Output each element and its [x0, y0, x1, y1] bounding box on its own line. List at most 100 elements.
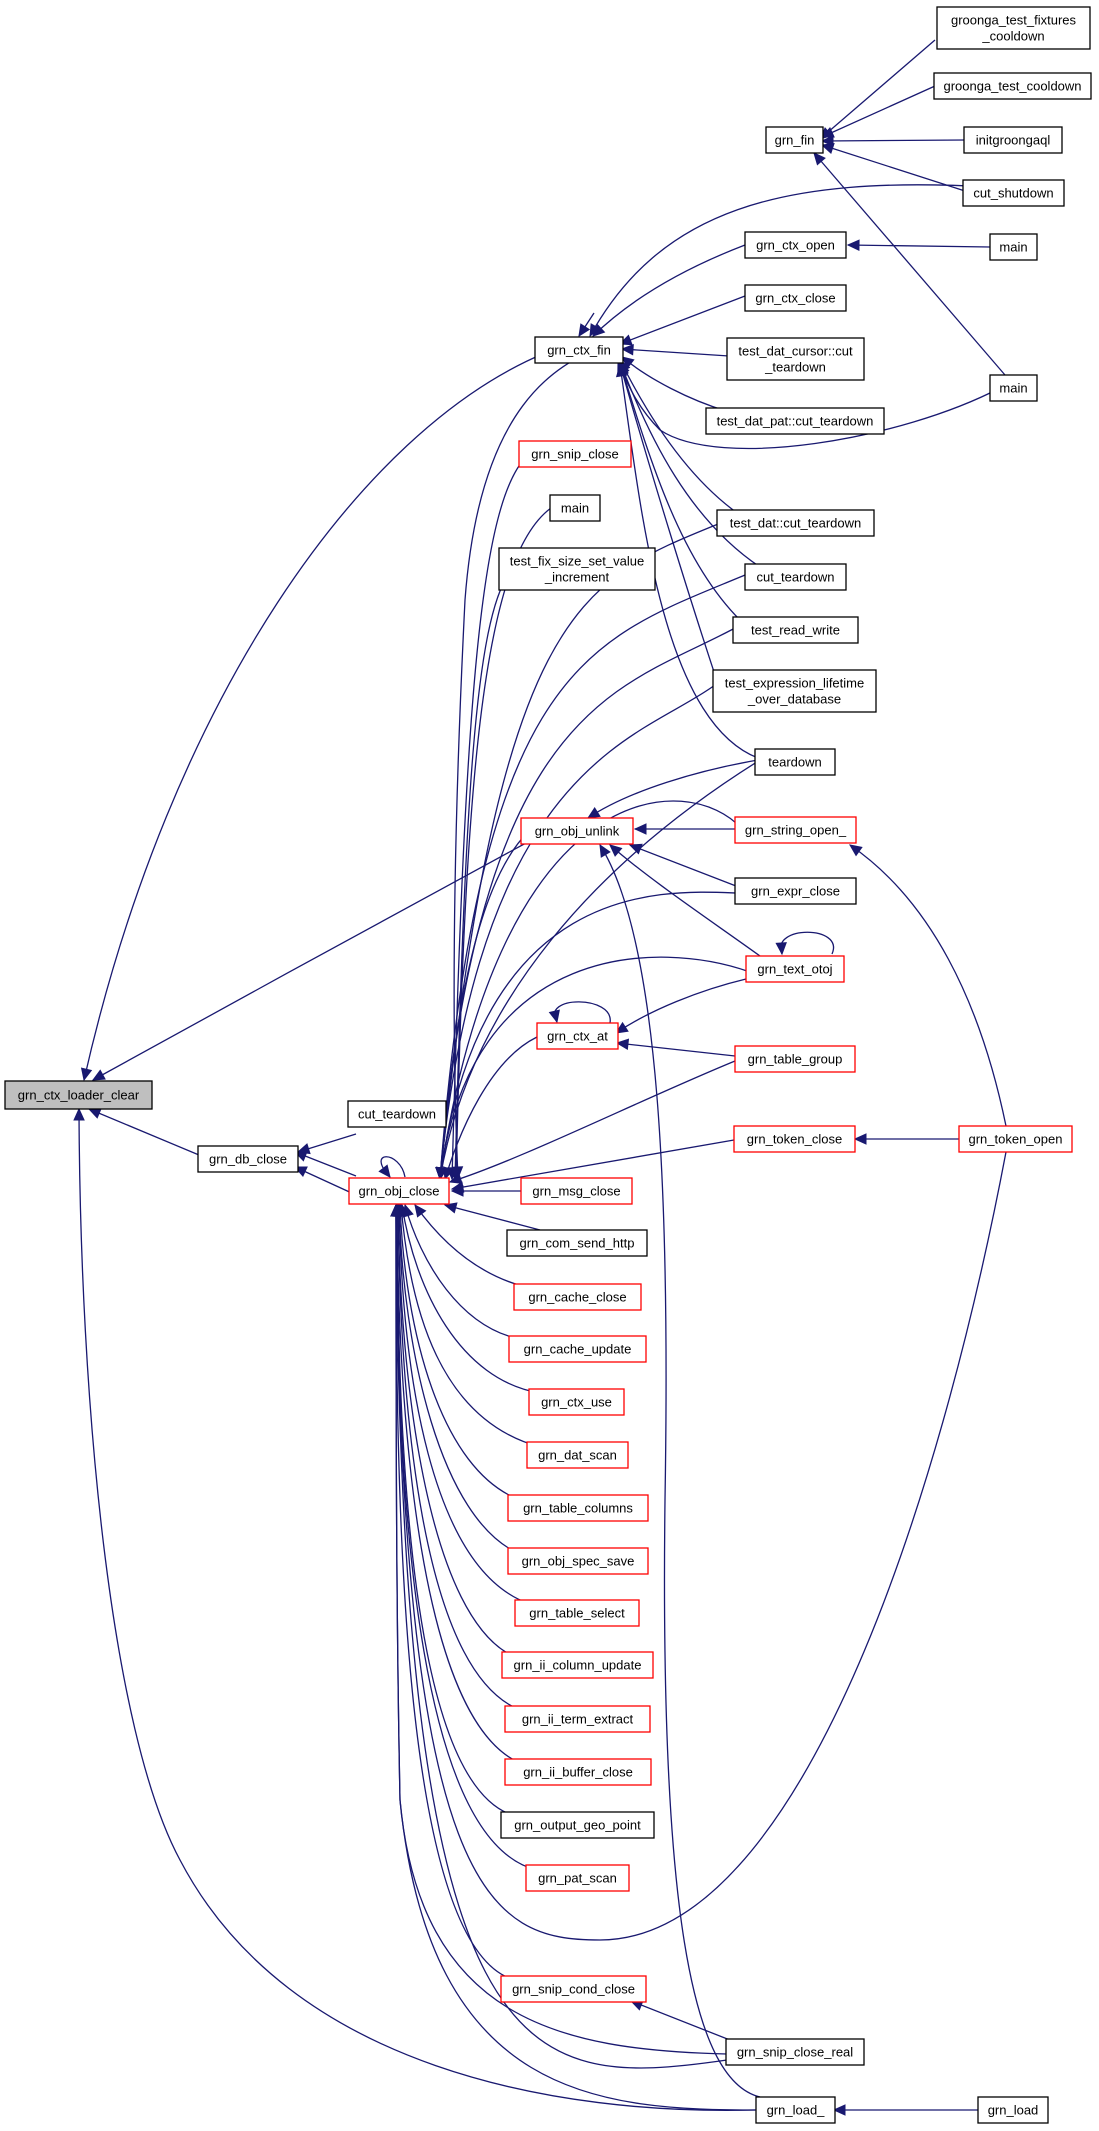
- edge-arrowhead: [633, 823, 647, 835]
- edge-arrowhead: [73, 1107, 85, 1121]
- node-grn-ctx-fin[interactable]: grn_ctx_fin: [534, 336, 624, 364]
- node-cut-teardown-1[interactable]: cut_teardown: [347, 1100, 447, 1128]
- edge-arrowhead: [378, 1164, 391, 1178]
- node-grn-snip-cond-close[interactable]: grn_snip_cond_close: [500, 1975, 647, 2003]
- edge-line: [609, 844, 761, 957]
- node-grn-text-otoj[interactable]: grn_text_otoj: [745, 955, 845, 983]
- node-test-dat-cursor[interactable]: test_dat_cursor::cut_teardown: [726, 337, 865, 381]
- node-teardown[interactable]: teardown: [754, 748, 836, 776]
- node-grn-load[interactable]: grn_load: [977, 2096, 1049, 2124]
- node-test-dat-pat[interactable]: test_dat_pat::cut_teardown: [705, 407, 885, 435]
- edge-arrowhead: [589, 323, 601, 338]
- node-grn-table-columns[interactable]: grn_table_columns: [507, 1494, 649, 1522]
- node-test-fix-size[interactable]: test_fix_size_set_value_increment: [498, 547, 656, 591]
- node-label: grn_snip_cond_close: [512, 1982, 635, 1997]
- node-grn-ctx-open[interactable]: grn_ctx_open: [744, 231, 847, 259]
- node-grn-ctx-close[interactable]: grn_ctx_close: [744, 284, 847, 312]
- edge-arrowhead: [599, 843, 611, 858]
- node-box: [989, 374, 1038, 402]
- call-edge: [450, 1185, 521, 1197]
- node-grn-snip-close-real[interactable]: grn_snip_close_real: [725, 2038, 865, 2066]
- call-edge: [621, 356, 727, 412]
- node-grn-token-close[interactable]: grn_token_close: [733, 1125, 856, 1153]
- node-cut-teardown-2[interactable]: cut_teardown: [744, 563, 847, 591]
- node-grn-expr-close[interactable]: grn_expr_close: [734, 877, 857, 905]
- node-box: [726, 337, 865, 381]
- edge-arrowhead: [390, 1203, 402, 1217]
- node-label: test_fix_size_set_value: [510, 554, 644, 569]
- node-grn-token-open[interactable]: grn_token_open: [958, 1125, 1073, 1153]
- node-groonga-test-fixtures[interactable]: groonga_test_fixtures_cooldown: [936, 6, 1091, 50]
- node-grn-cache-update[interactable]: grn_cache_update: [508, 1335, 647, 1363]
- node-grn-obj-close[interactable]: grn_obj_close: [348, 1177, 450, 1205]
- node-box: [745, 955, 845, 983]
- node-grn-table-select[interactable]: grn_table_select: [514, 1599, 640, 1627]
- node-box: [933, 72, 1092, 100]
- node-groonga-test-cooldown[interactable]: groonga_test_cooldown: [933, 72, 1092, 100]
- edge-line: [847, 244, 991, 248]
- node-main-2[interactable]: main: [989, 233, 1038, 261]
- node-box: [525, 1864, 630, 1892]
- edge-line: [619, 364, 759, 759]
- node-box: [528, 1388, 625, 1416]
- node-grn-output-geo-point[interactable]: grn_output_geo_point: [500, 1811, 655, 1839]
- call-edge: [609, 844, 761, 957]
- node-label: grn_ctx_loader_clear: [18, 1088, 140, 1103]
- call-edge: [629, 1999, 736, 2043]
- call-edge: [820, 85, 936, 138]
- node-grn-obj-unlink[interactable]: grn_obj_unlink: [520, 817, 634, 845]
- node-grn-ctx-loader-clear[interactable]: grn_ctx_loader_clear: [4, 1080, 153, 1110]
- node-cut-shutdown[interactable]: cut_shutdown: [962, 179, 1065, 207]
- call-edge: [592, 244, 746, 337]
- node-label: test_read_write: [751, 623, 840, 638]
- node-grn-ctx-at[interactable]: grn_ctx_at: [536, 1022, 619, 1050]
- node-grn-snip-close[interactable]: grn_snip_close: [518, 440, 632, 468]
- node-grn-com-send-http[interactable]: grn_com_send_http: [506, 1229, 648, 1257]
- node-test-dat-cut[interactable]: test_dat::cut_teardown: [716, 509, 875, 537]
- node-box: [744, 563, 847, 591]
- node-label: cut_teardown: [756, 570, 834, 585]
- call-edge: [618, 295, 746, 346]
- node-box: [725, 2038, 865, 2066]
- node-box: [526, 1441, 629, 1469]
- node-box: [506, 1229, 648, 1257]
- edges: [73, 39, 1007, 2116]
- node-grn-string-open-[interactable]: grn_string_open_: [734, 816, 857, 844]
- node-grn-ctx-use[interactable]: grn_ctx_use: [528, 1388, 625, 1416]
- node-test-read-write[interactable]: test_read_write: [732, 616, 859, 644]
- edge-line: [821, 85, 936, 138]
- node-label: grn_token_close: [747, 1132, 842, 1147]
- node-grn-dat-scan[interactable]: grn_dat_scan: [526, 1441, 629, 1469]
- call-edge: [390, 1203, 761, 2111]
- node-grn-load-[interactable]: grn_load_: [755, 2096, 836, 2124]
- edge-line: [599, 844, 761, 2098]
- node-grn-db-close[interactable]: grn_db_close: [197, 1145, 299, 1173]
- edge-line: [451, 1139, 735, 1190]
- node-main-1[interactable]: main: [549, 494, 601, 522]
- edge-arrowhead: [609, 844, 623, 857]
- node-label: _cooldown: [981, 29, 1044, 44]
- node-grn-cache-close[interactable]: grn_cache_close: [513, 1283, 642, 1311]
- node-grn-msg-close[interactable]: grn_msg_close: [520, 1177, 633, 1205]
- node-main-3[interactable]: main: [989, 374, 1038, 402]
- node-grn-fin[interactable]: grn_fin: [765, 126, 824, 154]
- call-edge: [435, 519, 729, 1181]
- node-test-expression[interactable]: test_expression_lifetime_over_database: [712, 669, 877, 713]
- node-initgroongaql[interactable]: initgroongaql: [963, 126, 1063, 154]
- edge-line: [619, 363, 721, 691]
- node-grn-pat-scan[interactable]: grn_pat_scan: [525, 1864, 630, 1892]
- node-label: grn_load: [988, 2103, 1039, 2118]
- node-grn-obj-spec-save[interactable]: grn_obj_spec_save: [507, 1547, 649, 1575]
- edge-line: [92, 842, 527, 1081]
- node-box: [347, 1100, 447, 1128]
- node-box: [734, 1045, 856, 1073]
- node-grn-ii-buffer-close[interactable]: grn_ii_buffer_close: [504, 1758, 652, 1786]
- edge-arrowhead: [820, 135, 834, 147]
- edge-line: [439, 956, 751, 1180]
- edge-arrowhead: [91, 1069, 106, 1081]
- node-grn-ii-term-extract[interactable]: grn_ii_term_extract: [504, 1705, 651, 1733]
- node-grn-ii-column-update[interactable]: grn_ii_column_update: [501, 1651, 654, 1679]
- node-grn-table-group[interactable]: grn_table_group: [734, 1045, 856, 1073]
- edge-line: [455, 507, 552, 1180]
- call-edge: [846, 239, 991, 251]
